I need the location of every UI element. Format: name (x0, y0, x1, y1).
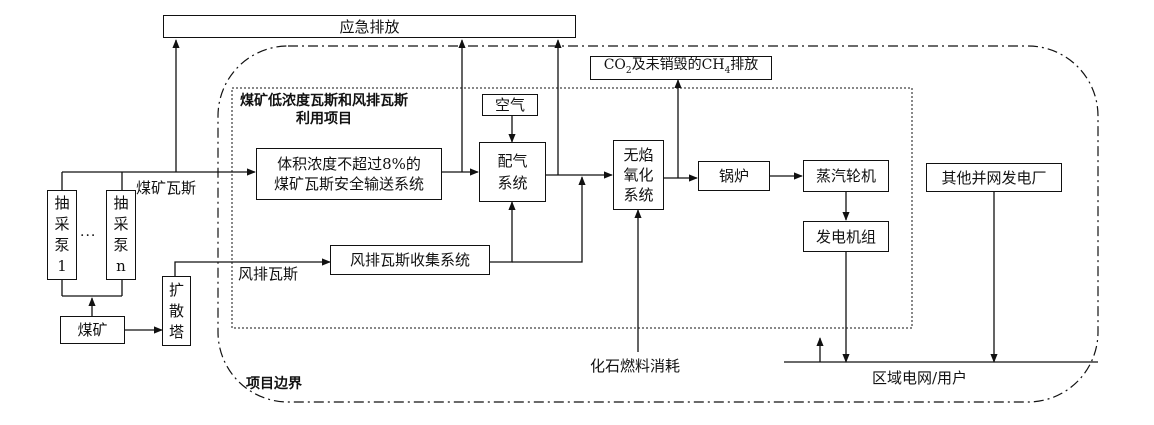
pump1-char: 采 (54, 215, 70, 233)
pump-ellipsis: ··· (80, 228, 97, 244)
boiler-box: 锅炉 (698, 161, 770, 191)
arrow-vent-to-mix (490, 201, 516, 263)
other-plant-label: 其他并网发电厂 (941, 168, 1047, 187)
coal-mine-box: 煤矿 (60, 316, 125, 344)
emergency-label: 应急排放 (339, 17, 400, 36)
diffuser-char: 散 (168, 301, 184, 320)
oxid-line3: 系统 (623, 186, 654, 204)
pump1-char: 1 (57, 257, 67, 275)
project-title: 煤矿低浓度瓦斯和风排瓦斯 利用项目 (240, 92, 408, 128)
diffuser-tower-box: 扩 散 塔 (162, 276, 191, 346)
vent-gas-label: 风排瓦斯 (238, 265, 299, 283)
air-box: 空气 (482, 94, 538, 116)
pump-1-box: 抽 采 泵 1 (47, 190, 77, 280)
project-scope-box (231, 87, 913, 329)
pump1-char: 抽 (54, 194, 70, 212)
turbine-label: 蒸汽轮机 (815, 167, 876, 185)
co2-label: CO2及未销毁的CH4排放 (603, 57, 759, 76)
project-boundary (217, 45, 1099, 403)
pump1-char: 泵 (54, 236, 70, 254)
diffuser-char: 塔 (168, 322, 184, 341)
arrow-vent-gas (174, 258, 331, 276)
project-boundary-label: 项目边界 (246, 376, 302, 392)
diffuser-char: 扩 (168, 280, 184, 299)
other-power-plant-box: 其他并网发电厂 (926, 163, 1062, 192)
vent-collect-label: 风排瓦斯收集系统 (349, 251, 470, 269)
pumpn-char: n (116, 257, 126, 275)
flameless-oxidation-box: 无焰 氧化 系统 (613, 140, 664, 210)
generator-label: 发电机组 (815, 227, 876, 246)
boiler-label: 锅炉 (718, 167, 749, 185)
mix-line1: 配气 (497, 152, 528, 170)
pump-n-box: 抽 采 泵 n (106, 190, 136, 280)
pumpn-char: 抽 (113, 194, 129, 212)
generator-box: 发电机组 (803, 221, 889, 252)
coal-mine-label: 煤矿 (77, 321, 108, 339)
pumpn-char: 采 (113, 215, 129, 233)
oxid-line1: 无焰 (623, 146, 654, 164)
transport-line2: 煤矿瓦斯安全输送系统 (273, 175, 424, 193)
grid-label: 区域电网/用户 (872, 369, 968, 387)
oxid-line2: 氧化 (623, 166, 654, 184)
mine-gas-label: 煤矿瓦斯 (136, 179, 197, 197)
air-label: 空气 (494, 96, 525, 114)
project-title-line1: 煤矿低浓度瓦斯和风排瓦斯 (240, 93, 408, 109)
gas-mixing-box: 配气 系统 (479, 142, 546, 202)
pumpn-char: 泵 (113, 236, 129, 254)
transport-line1: 体积浓度不超过8%的 (277, 155, 421, 173)
project-title-line2: 利用项目 (296, 111, 352, 127)
arrow-vent-to-oxid (512, 176, 586, 263)
mix-line2: 系统 (497, 174, 528, 192)
steam-turbine-box: 蒸汽轮机 (803, 160, 889, 192)
emergency-discharge-box: 应急排放 (163, 15, 576, 38)
gas-transport-box: 体积浓度不超过8%的 煤矿瓦斯安全输送系统 (256, 148, 442, 200)
vent-gas-collection-box: 风排瓦斯收集系统 (330, 245, 490, 275)
fossil-fuel-label: 化石燃料消耗 (590, 357, 681, 375)
co2-emission-box: CO2及未销毁的CH4排放 (590, 56, 772, 80)
